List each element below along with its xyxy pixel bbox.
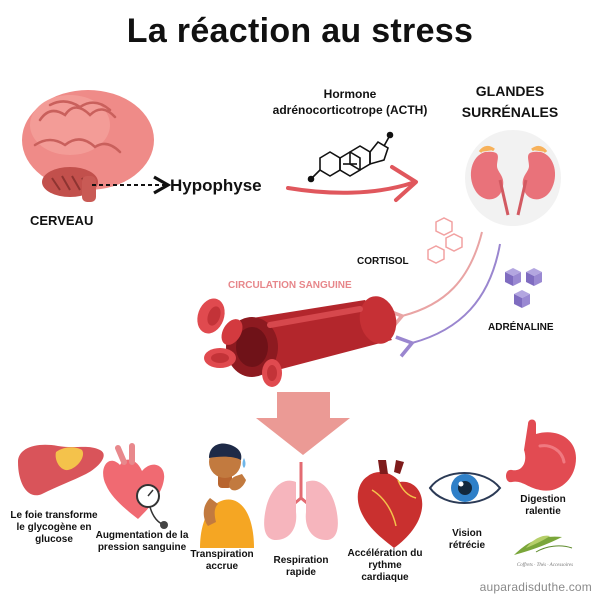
cerveau-label: CERVEAU <box>30 213 94 228</box>
lungs-icon <box>264 462 338 540</box>
cortisol-molecule-icon <box>427 217 463 264</box>
acth-molecule-icon <box>307 131 394 183</box>
acth-label: Hormone adrénocorticotrope (ACTH) <box>272 87 428 117</box>
adrenaline-arrow <box>395 243 501 358</box>
hypophyse-to-glands-arrow <box>286 165 418 202</box>
effect-vision-label: Vision rétrécie <box>448 528 486 551</box>
effect-liver-label: Le foie transforme le glycogène en gluco… <box>10 510 98 545</box>
blood-pressure-icon <box>103 443 168 529</box>
sweating-person-icon <box>200 443 254 548</box>
adrenaline-label: ADRÉNALINE <box>488 322 554 333</box>
brain-icon <box>22 90 154 202</box>
effect-pressure-label: Augmentation de la pression sanguine <box>95 530 189 553</box>
hypophyse-label: Hypophyse <box>170 176 262 195</box>
heart-icon <box>357 460 423 548</box>
eye-icon <box>428 472 502 504</box>
big-down-arrow <box>256 392 350 455</box>
watermark: auparadisduthe.com <box>479 580 592 594</box>
red-blood-cells-icon <box>197 298 282 387</box>
effect-heart-label: Accélération du rythme cardiaque <box>347 548 423 583</box>
kidneys-icon <box>465 130 561 226</box>
circulation-label: CIRCULATION SANGUINE <box>228 280 352 291</box>
cortisol-arrow <box>385 231 483 331</box>
effect-breathing-label: Respiration rapide <box>273 555 329 578</box>
effect-sweating-label: Transpiration accrue <box>190 549 254 572</box>
logo-tagline: Coffrets · Thés · Accessoires <box>516 563 574 568</box>
blood-vessel-icon <box>226 296 397 377</box>
brand-logo <box>514 535 573 555</box>
adrenaline-molecule-icon <box>505 268 542 308</box>
glandes-label: GLANDES SURRÉNALES <box>461 83 559 120</box>
stomach-icon <box>506 419 576 491</box>
page-title: La réaction au stress <box>126 12 474 50</box>
cortisol-label: CORTISOL <box>357 256 409 267</box>
effect-digestion-label: Digestion ralentie <box>520 494 566 517</box>
liver-icon <box>18 444 104 496</box>
